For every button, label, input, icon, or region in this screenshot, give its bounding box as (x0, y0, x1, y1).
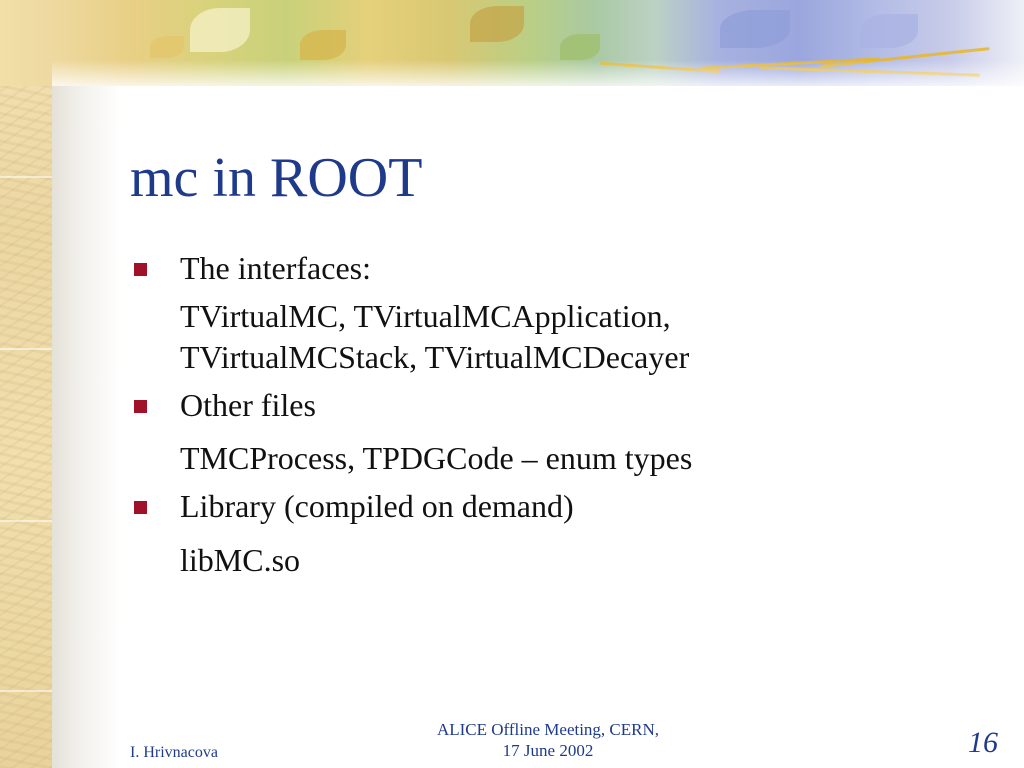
footer-event-line: 17 June 2002 (502, 740, 594, 760)
parchment-seam (0, 520, 52, 522)
slide-body: The interfaces: TVirtualMC, TVirtualMCAp… (130, 248, 990, 581)
footer-author: I. Hrivnacova (130, 744, 218, 761)
square-bullet-icon (134, 263, 147, 276)
footer-event: ALICE Offline Meeting, CERN, 17 June 200… (408, 720, 688, 761)
parchment-strip (0, 0, 52, 768)
leaf-shape (300, 30, 346, 60)
bullet-text: The interfaces: (180, 250, 371, 286)
detail-line: TVirtualMC, TVirtualMCApplication, (180, 297, 671, 334)
bullet-item: Other files (130, 385, 990, 427)
square-bullet-icon (134, 500, 147, 514)
parchment-seam (0, 690, 52, 692)
page-number: 16 (968, 726, 998, 759)
leaf-shape (150, 36, 184, 58)
bullet-text: Library (compiled on demand) (180, 487, 574, 524)
leaf-shape (190, 8, 250, 52)
bullet-item: Library (compiled on demand) (130, 486, 990, 528)
bullet-item: The interfaces: (130, 248, 990, 290)
banner-fade (52, 60, 1024, 100)
leaf-shape (560, 34, 600, 60)
footer-event-line: ALICE Offline Meeting, CERN, (436, 720, 660, 739)
detail-line: TMCProcess, TPDGCode – enum types (180, 440, 693, 477)
parchment-seam (0, 176, 52, 178)
slide-title: mc in ROOT (130, 147, 423, 209)
detail-line: libMC.so (180, 541, 301, 578)
parchment-seam (0, 348, 52, 350)
square-bullet-icon (134, 399, 147, 413)
bullet-text: Other files (180, 386, 316, 423)
detail-line: TVirtualMCStack, TVirtualMCDecayer (180, 339, 690, 376)
slide-shadow (52, 86, 122, 768)
leaf-shape (720, 10, 790, 48)
leaf-shape (860, 14, 918, 48)
leaf-shape (470, 6, 524, 42)
